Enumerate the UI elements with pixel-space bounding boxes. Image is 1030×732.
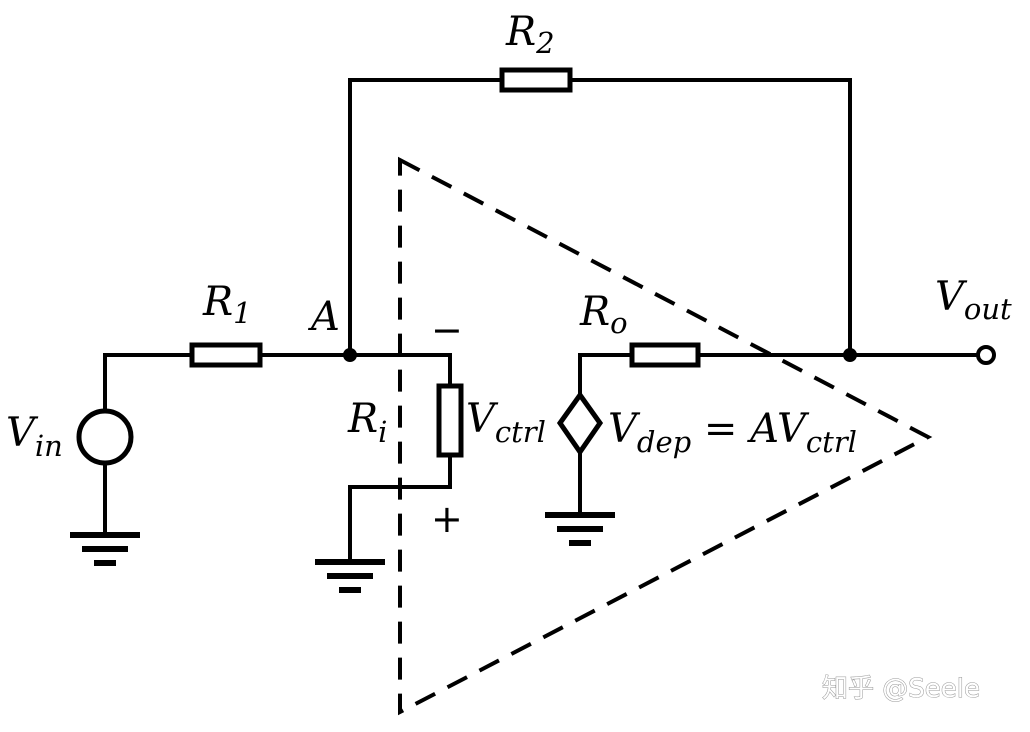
label-ro: Ro [579, 289, 628, 340]
voltage-source-vin [76, 408, 134, 466]
feedback-wire [348, 78, 504, 357]
ground-symbol-vin [70, 532, 140, 566]
feedback-wire-right [568, 78, 852, 357]
label-vdep-equation: Vdep = AVctrl [608, 406, 857, 459]
opamp-triangle-outline [398, 156, 933, 716]
input-wire [103, 353, 194, 414]
resistor-r1 [189, 342, 263, 368]
resistor-ro [629, 342, 701, 368]
label-vctrl: Vctrl [466, 396, 546, 449]
label-r2: R2 [505, 9, 555, 60]
label-vout: Vout [935, 274, 1012, 326]
label-r1: R1 [202, 279, 252, 330]
dependent-source-diamond [556, 390, 604, 457]
junction-node-a [343, 348, 357, 362]
resistor-r2 [499, 67, 573, 93]
inverting-input-wire [348, 353, 452, 388]
ground-symbol-ri [315, 559, 385, 593]
resistor-ri [436, 383, 464, 458]
label-vin: Vin [6, 410, 63, 463]
inverting-input-minus-sign: − [431, 308, 463, 352]
label-ri: Ri [347, 396, 387, 449]
ri-return-wire [348, 453, 452, 564]
dependent-source-top-wire [578, 353, 634, 397]
ground-symbol-dependent-source [545, 512, 615, 546]
output-terminal [976, 345, 996, 365]
label-node-a: A [307, 294, 340, 340]
noninverting-input-plus-sign: + [431, 497, 463, 541]
junction-output [843, 348, 857, 362]
watermark: 知乎 @Seele [822, 674, 980, 704]
